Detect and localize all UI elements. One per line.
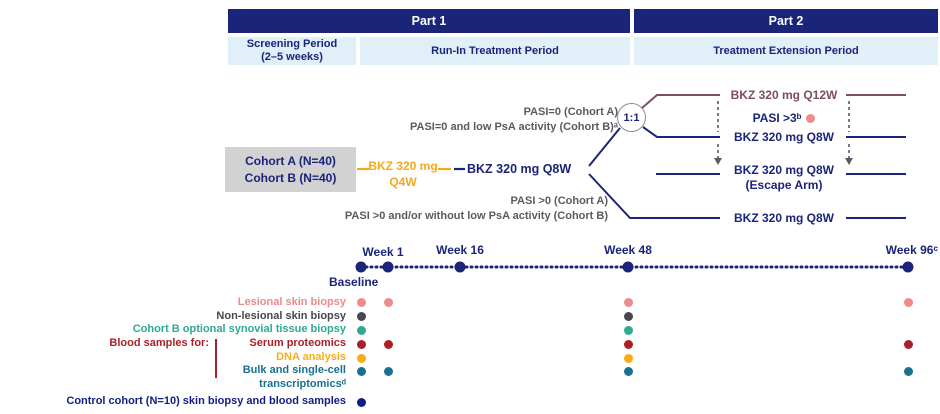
sample-dot-week48	[623, 325, 633, 335]
timeline-dot-week48	[622, 261, 634, 273]
extension-period-cell: Treatment Extension Period	[634, 37, 938, 65]
cohort-b-label: Cohort B (N=40)	[244, 170, 337, 185]
sample-dot-week48	[623, 297, 633, 307]
timeline-dot-week16	[454, 261, 466, 273]
randomization-ratio-badge: 1:1	[617, 103, 646, 132]
responder-criteria-line2: PASI=0 and low PsA activity (Cohort B)ᵃ	[410, 121, 618, 133]
responder-criteria-line1: PASI=0 (Cohort A)	[523, 106, 618, 118]
sample-dot-week1	[383, 339, 393, 349]
pasi-escape-text: PASI >3ᵇ	[752, 111, 802, 125]
sample-dot-baseline	[356, 311, 366, 321]
runin-q4w-dose-line2: Q4W	[389, 175, 417, 189]
sample-row-label: Serum proteomics	[249, 337, 346, 349]
switch-dashed-lines	[717, 101, 850, 158]
pasi-escape-criterion: PASI >3ᵇ	[700, 111, 868, 125]
switch-arrowheads	[714, 158, 853, 165]
week16-label: Week 16	[436, 243, 484, 257]
sample-dot-week48	[623, 311, 633, 321]
screening-period-line2: (2–5 weeks)	[261, 51, 323, 63]
responder-criteria: PASI=0 (Cohort A) PASI=0 and low PsA act…	[410, 105, 618, 135]
escape-arm-line2: (Escape Arm)	[745, 178, 823, 192]
sample-dot-week48	[623, 353, 633, 363]
sample-row-label: Control cohort (N=10) skin biopsy and bl…	[66, 395, 346, 407]
runin-period-cell: Run-In Treatment Period	[360, 37, 630, 65]
week48-label: Week 48	[604, 243, 652, 257]
week96-label: Week 96ᶜ	[885, 243, 938, 257]
part2-header: Part 2	[634, 9, 938, 33]
screening-period-line1: Screening Period	[246, 38, 338, 50]
lower-branch-line	[588, 173, 720, 219]
sample-dot-week96	[903, 297, 913, 307]
sample-dot-week1	[383, 366, 393, 376]
escape-arm-label: BKZ 320 mg Q8W (Escape Arm)	[722, 163, 846, 193]
cohort-box: Cohort A (N=40) Cohort B (N=40)	[225, 147, 356, 192]
q8w-arm-line-left	[642, 126, 720, 138]
branch-lines	[588, 126, 906, 219]
timeline-dot-week1	[382, 261, 394, 273]
sample-dot-baseline	[356, 325, 366, 335]
part1-header: Part 1	[228, 9, 630, 33]
sample-dot-baseline	[356, 297, 366, 307]
runin-q8w-dose: BKZ 320 mg Q8W	[467, 162, 572, 176]
sample-dot-baseline	[356, 353, 366, 363]
sample-row-label: Cohort B optional synovial tissue biopsy	[132, 323, 346, 335]
cohort-a-label: Cohort A (N=40)	[245, 153, 336, 168]
timeline-dot-baseline	[355, 261, 367, 273]
arm-q12w-label: BKZ 320 mg Q12W	[730, 88, 838, 102]
upper-branch-diagonal	[588, 127, 621, 167]
escape-arm-line1: BKZ 320 mg Q8W	[733, 163, 835, 177]
sample-dot-week48	[623, 339, 633, 349]
nonresponder-criteria-line2: PASI >0 and/or without low PsA activity …	[344, 210, 608, 222]
bottom-arm-q8w-label: BKZ 320 mg Q8W	[733, 211, 835, 225]
runin-q4w-dose: BKZ 320 mg Q4W	[366, 158, 440, 190]
sample-dot-baseline	[356, 397, 366, 407]
nonresponder-criteria-line1: PASI >0 (Cohort A)	[510, 195, 608, 207]
sample-dot-week1	[383, 297, 393, 307]
runin-q4w-dose-line1: BKZ 320 mg	[368, 159, 438, 173]
baseline-label: Baseline	[329, 275, 379, 289]
week1-label: Week 1	[362, 245, 404, 259]
blood-samples-bracket	[215, 339, 217, 378]
timeline-axis	[355, 261, 914, 273]
sample-dot-week48	[623, 366, 633, 376]
screening-period-cell: Screening Period (2–5 weeks)	[228, 37, 356, 65]
q12w-arm-lines	[641, 94, 906, 109]
sample-dot-baseline	[356, 339, 366, 349]
q12w-line-left	[641, 94, 720, 109]
sample-dot-baseline	[356, 366, 366, 376]
sample-row-label: Lesional skin biopsy	[237, 296, 346, 308]
blood-samples-label: Blood samples for:	[109, 337, 209, 349]
escape-criterion-dot	[806, 113, 816, 123]
timeline-dot-week96	[902, 261, 914, 273]
arm-q8w-label: BKZ 320 mg Q8W	[733, 130, 835, 144]
sample-row-label: Non-lesional skin biopsy	[216, 310, 346, 322]
sample-dot-week96	[903, 339, 913, 349]
nonresponder-criteria: PASI >0 (Cohort A) PASI >0 and/or withou…	[345, 194, 608, 224]
sample-dot-week96	[903, 366, 913, 376]
sample-row-label: Bulk and single-cell transcriptomicsᵈ	[242, 364, 346, 390]
sample-row-label: DNA analysis	[276, 351, 346, 363]
